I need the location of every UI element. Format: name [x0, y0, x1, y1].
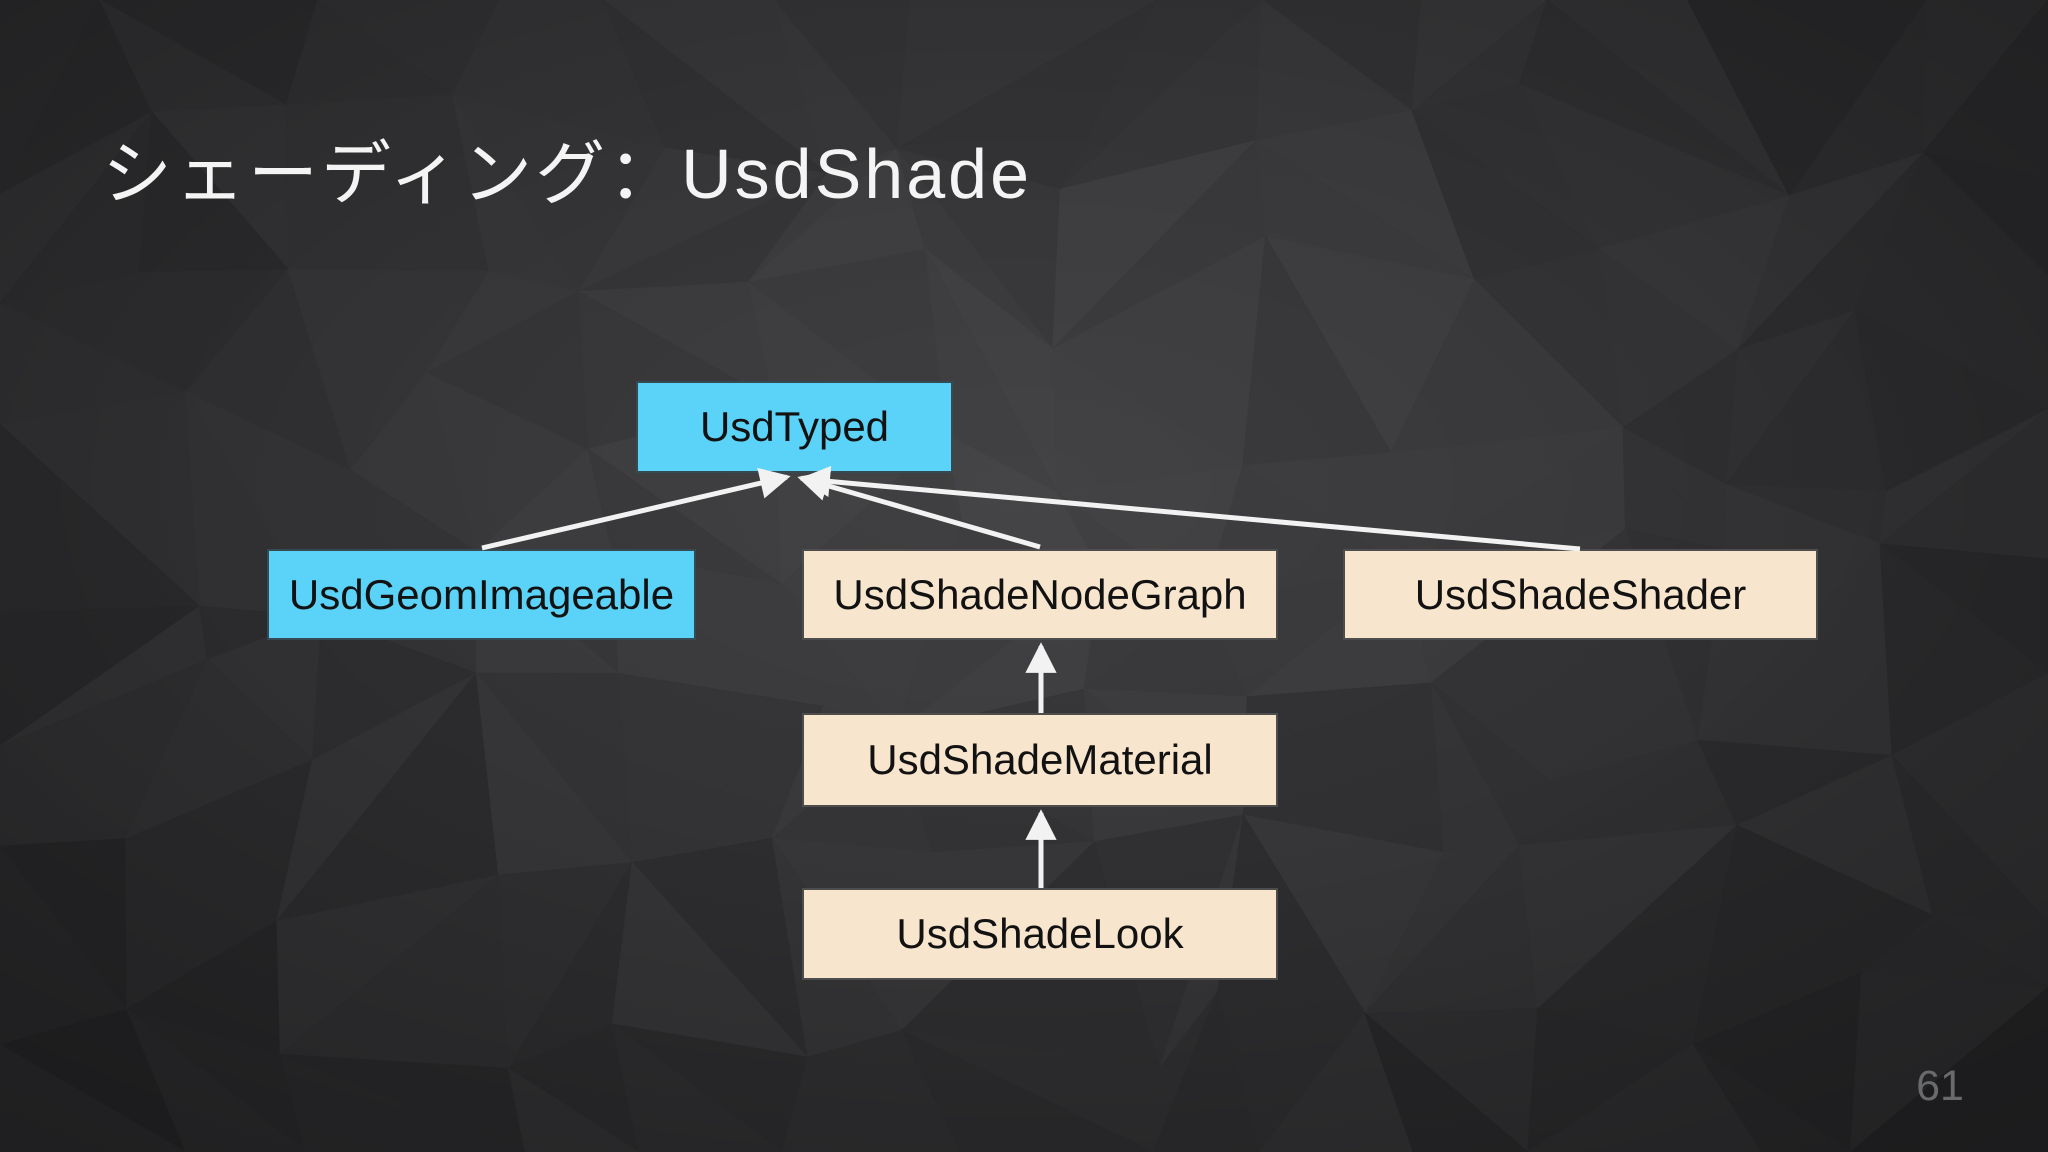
page-number: 61 [1916, 1062, 1964, 1110]
node-usd-geom-imageable: UsdGeomImageable [267, 549, 696, 640]
node-usd-shade-node-graph: UsdShadeNodeGraph [802, 549, 1278, 640]
node-usd-typed: UsdTyped [636, 381, 953, 473]
node-usd-shade-material: UsdShadeMaterial [802, 713, 1278, 807]
slide-title: シェーディング：UsdShade [102, 135, 1032, 213]
node-usd-shade-shader: UsdShadeShader [1343, 549, 1818, 640]
node-usd-shade-look: UsdShadeLook [802, 888, 1278, 980]
